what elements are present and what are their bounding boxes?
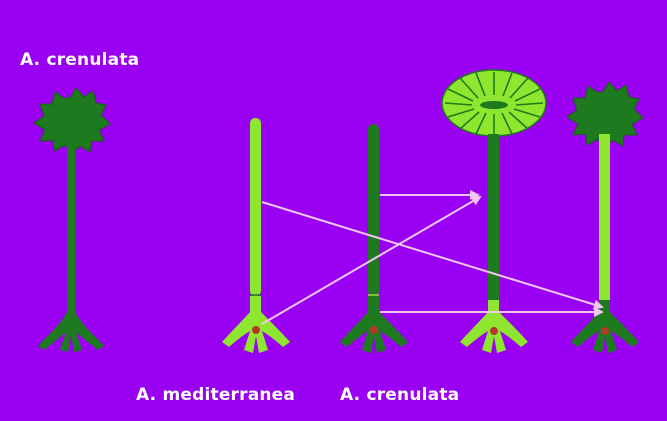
figure-crenulata-whole — [34, 88, 110, 352]
graft-nucleus-1 — [490, 327, 498, 335]
crenulata-rhizoid — [38, 312, 104, 352]
label-crenulata: A. crenulata — [340, 385, 459, 405]
crenulata-stalk — [67, 140, 75, 318]
crenulata-rhizoid-2 — [340, 296, 408, 353]
figure-crenulata-stalk — [340, 124, 408, 353]
arrow-med-stalk-to-graft2 — [262, 202, 602, 307]
figure-graft-mediterranea-cap — [442, 70, 546, 353]
graft-stalk-upper-2 — [599, 134, 610, 300]
mediterranea-rhizoid — [222, 296, 290, 353]
crenulata-nucleus — [370, 326, 378, 334]
graft-arrows — [262, 195, 602, 324]
crenulata-stalk-2 — [368, 124, 379, 296]
graft-nucleus-2 — [601, 327, 609, 335]
cap-center — [480, 101, 508, 109]
mediterranea-stalk — [250, 118, 261, 296]
mediterranea-nucleus — [252, 326, 260, 334]
figure-mediterranea-stalk — [222, 118, 290, 353]
label-mediterranea: A. mediterranea — [136, 385, 295, 405]
